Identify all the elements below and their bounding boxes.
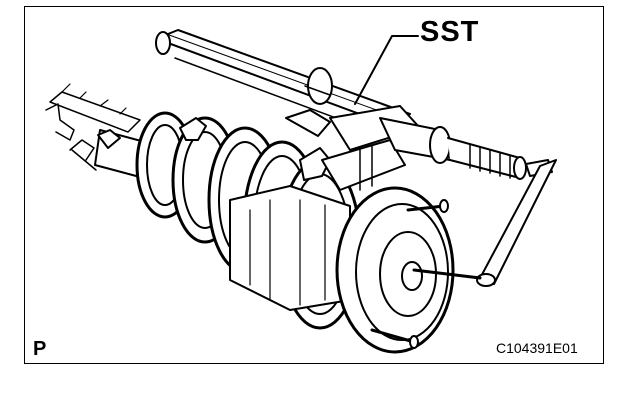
sst-label: SST xyxy=(420,16,480,48)
wrench-handle xyxy=(476,159,557,287)
strut-hub xyxy=(335,186,482,354)
sst-leader-line xyxy=(354,35,419,105)
figure-code: C104391E01 xyxy=(496,340,578,356)
strut-body xyxy=(229,185,351,311)
hub-stud-bottom xyxy=(370,328,416,344)
sst-screw-assembly xyxy=(379,117,553,180)
hub-stud-middle xyxy=(412,268,482,280)
rod-collar xyxy=(307,67,333,105)
corner-label: P xyxy=(33,338,47,360)
hub-stud-top xyxy=(406,204,446,212)
sst-tool-rod xyxy=(155,29,411,141)
compressor-arms xyxy=(179,105,421,191)
